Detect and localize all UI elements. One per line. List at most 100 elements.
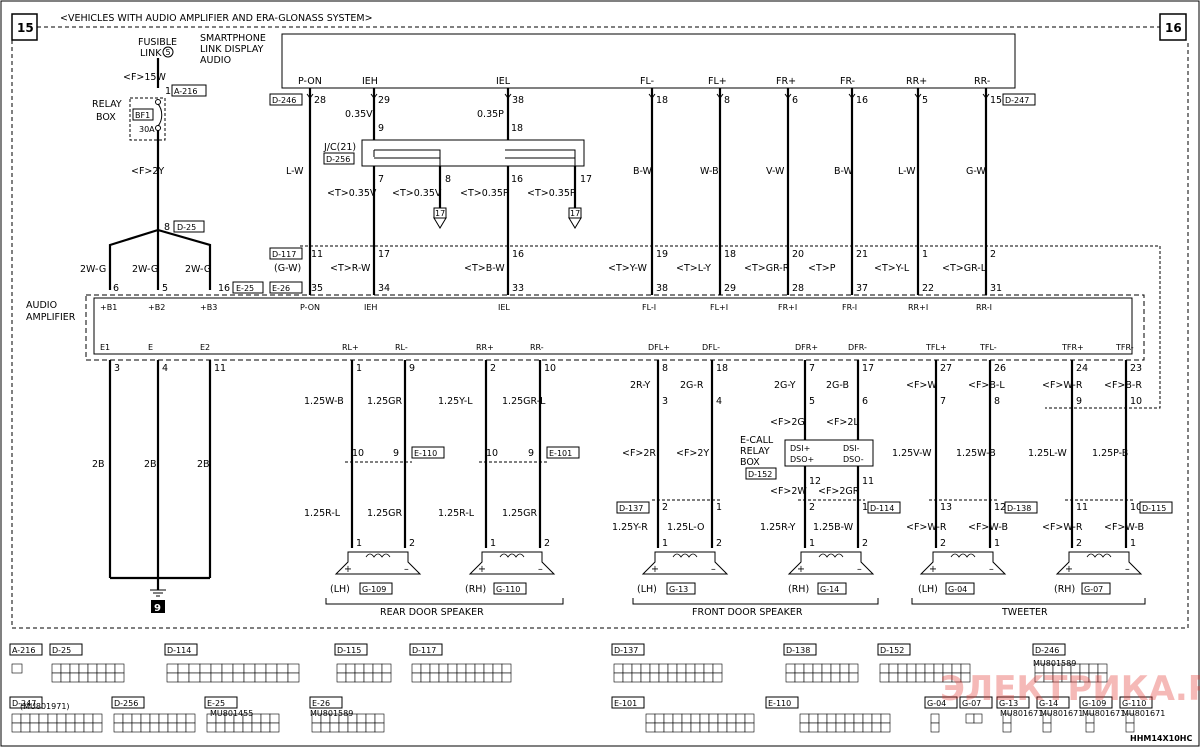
dso-minus: DSO-	[843, 455, 864, 464]
smartphone-pin-6: FR+	[776, 76, 796, 87]
d117-pin: 11	[311, 249, 323, 260]
legend-conn-g-14: G-14	[1039, 699, 1058, 708]
rear-wire-top-1: 1.25W-B	[304, 396, 344, 407]
smartphone-pin-3: IEL	[496, 76, 511, 87]
wire-2wg-3: 2W-G	[185, 264, 211, 275]
legend-conn-d-114: D-114	[167, 646, 191, 655]
smartphone-label-2: LINK DISPLAY	[200, 44, 264, 55]
front-pin-a-1: 3	[662, 396, 668, 407]
tweet-spk-pin-2: 1	[994, 538, 1000, 549]
tweet-spk-pin-3: 2	[1076, 538, 1082, 549]
amp-out-tfl: TFL-	[979, 343, 997, 352]
conn-e25: E-25	[236, 284, 254, 293]
tweeter-rh-minus: –	[1125, 564, 1130, 575]
front-wire-a-1: 2R-Y	[630, 380, 651, 391]
smartphone-pin-2: IEH	[362, 76, 378, 87]
top-pin-6: 6	[792, 95, 798, 106]
amp-out-rl: RL-	[395, 343, 408, 352]
e26-pin: 35	[311, 283, 323, 294]
legend-part-6: MU801671	[1040, 709, 1083, 718]
legend-part-5: MU801671	[1000, 709, 1043, 718]
fusible-label: FUSIBLE	[138, 37, 177, 48]
amp-out-pin-1: 3	[114, 363, 120, 374]
fusible-number: 5	[166, 48, 171, 57]
legend-conn-d-137: D-137	[614, 646, 638, 655]
conn-d137: D-137	[619, 504, 643, 513]
conn-d246: D-246	[272, 96, 296, 105]
mid-wire-8: <T>GR-L	[942, 263, 987, 274]
wire-2wg-2: 2W-G	[132, 264, 158, 275]
amp-in-pin-4: 29	[724, 283, 736, 294]
legend-conn-e-110: E-110	[768, 699, 791, 708]
pin-a216: 1	[165, 86, 171, 97]
tweet-pin-b-4: 10	[1130, 502, 1142, 513]
fusible-label-link: LINK	[140, 48, 162, 59]
front-wire-a2-1: 2G-Y	[774, 380, 796, 391]
gnd-ref-1: 17	[435, 209, 445, 218]
mid-wire-5: <T>GR-R	[744, 263, 790, 274]
tweet-wire-c-4: <F>W-B	[1104, 522, 1144, 533]
legend-conn-d-138: D-138	[786, 646, 810, 655]
amp-out-e2: E2	[200, 343, 210, 352]
wire-t035v-1: <T>0.35V	[327, 188, 377, 199]
rear-rh-label: (RH)	[465, 584, 486, 595]
front-wire-b-1: <F>2R	[622, 448, 656, 459]
amp-out-pin-14: 24	[1076, 363, 1088, 374]
amp-pin-ieh: IEH	[364, 303, 377, 312]
conn-g13: G-13	[669, 585, 688, 594]
wire-gw-1: G-W	[966, 166, 986, 177]
jc-pin-7: 7	[378, 174, 384, 185]
conn-e101: E-101	[549, 449, 572, 458]
tweeter-lh	[919, 551, 1007, 575]
legend-conn-d-117: D-117	[412, 646, 436, 655]
amp-out-pin-6: 2	[490, 363, 496, 374]
ground-wire-2: 2B	[144, 459, 157, 470]
front-pin-a2-1: 5	[809, 396, 815, 407]
top-pin-8: 5	[922, 95, 928, 106]
amp-out-rl: RL+	[342, 343, 359, 352]
amp-out-pin-3: 11	[214, 363, 226, 374]
front-pin-a2-2: 6	[862, 396, 868, 407]
conn-d115: D-115	[1142, 504, 1166, 513]
tweet-wire-a-2: <F>B-L	[968, 380, 1005, 391]
legend-conn-d-25: D-25	[52, 646, 71, 655]
top-pin-3: 38	[512, 95, 524, 106]
mid-pin-7: 1	[922, 249, 928, 260]
amp-in-pin-7: 22	[922, 283, 934, 294]
front-pin-d-1: 12	[809, 476, 821, 487]
legend-conn-g-04: G-04	[927, 699, 946, 708]
rear-spk-pin-3: 1	[490, 538, 496, 549]
amp-out-e1: E1	[100, 343, 110, 352]
tweeter-rh	[1055, 551, 1143, 575]
fuse-bf1: BF1	[135, 111, 150, 120]
mid-pin-3: 19	[656, 249, 668, 260]
mid-wire-4: <T>L-Y	[676, 263, 711, 274]
wire-035v: 0.35V	[345, 109, 373, 120]
amp-pin-b3: +B3	[200, 303, 217, 312]
legend-conn-d-115: D-115	[337, 646, 361, 655]
wire-t035p-2: <T>0.35P	[527, 188, 576, 199]
smartphone-pin-7: FR-	[840, 76, 855, 87]
amp-out-dfl: DFL-	[702, 343, 720, 352]
tweet-wire-a-3: <F>W-R	[1042, 380, 1083, 391]
jc-pin-17: 17	[580, 174, 592, 185]
wire-f2y: <F>2Y	[131, 166, 164, 177]
front-wire-c-1: 1.25Y-R	[612, 522, 648, 533]
front-pin-e-1: 2	[809, 502, 815, 513]
ecall-label-2: RELAY	[740, 446, 770, 457]
rear-wire-bot-4: 1.25GR	[502, 508, 538, 519]
front-spk2-pin-1: 1	[809, 538, 815, 549]
dsi-plus: DSI+	[790, 444, 810, 453]
amp-in-pin-5: 28	[792, 283, 804, 294]
ecall-label: E-CALL	[740, 435, 774, 446]
front-speaker-lh-minus: –	[711, 564, 716, 575]
front-speaker-lh	[641, 551, 729, 575]
front-spk-pin-2: 2	[716, 538, 722, 549]
legend-conn-d-152: D-152	[880, 646, 904, 655]
top-pin-4: 18	[656, 95, 668, 106]
legend-conn-d-256: D-256	[114, 699, 138, 708]
amp-out-pin-10: 7	[809, 363, 815, 374]
amp-out-pin-13: 26	[994, 363, 1006, 374]
legend-conn-e-25: E-25	[207, 699, 225, 708]
amp-out-tfr: TFR+	[1061, 343, 1084, 352]
